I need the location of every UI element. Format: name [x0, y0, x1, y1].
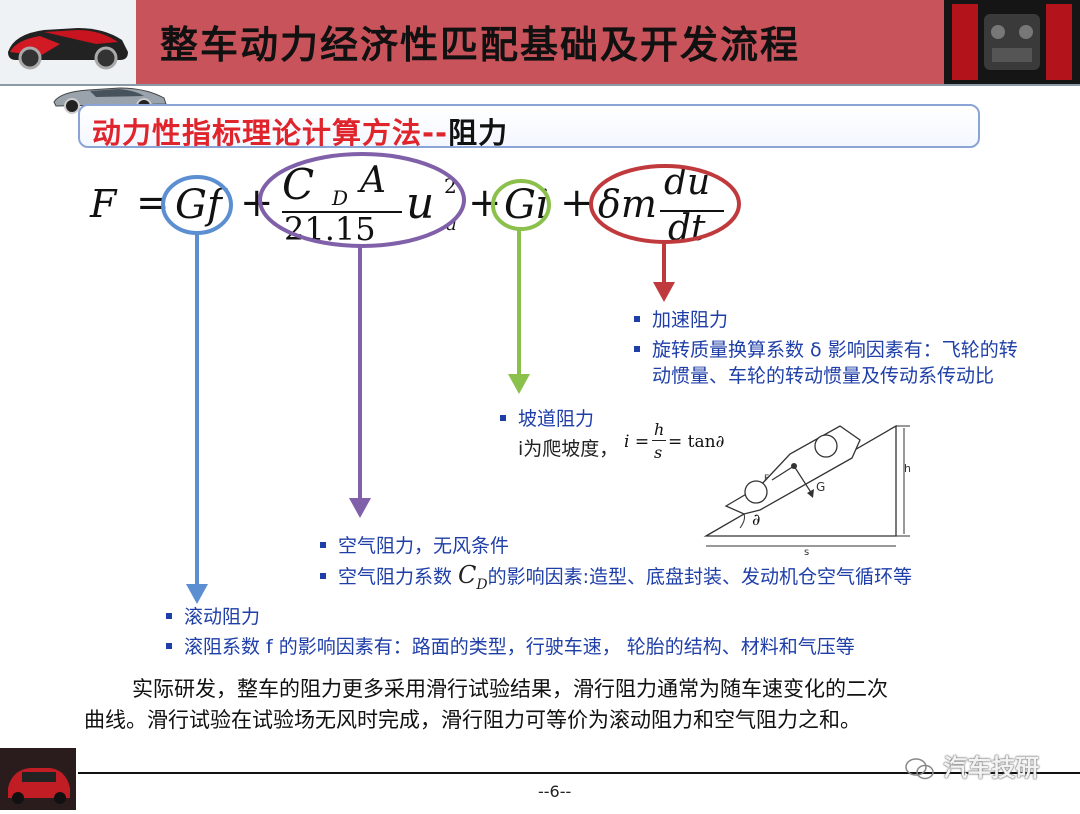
section-title-main: 动力性指标理论计算方法--	[92, 116, 449, 150]
accel-bullet-2-cont: 动惯量、车轮的转动惯量及传动系传动比	[652, 365, 995, 387]
header-divider	[0, 84, 1080, 86]
slope-label-F: F	[764, 474, 770, 484]
air-bullet-1: 空气阻力，无风条件	[320, 531, 509, 558]
grade-definition: i为爬坡度，	[518, 438, 619, 460]
section-title-topic: 阻力	[448, 116, 509, 150]
slope-label-G: G	[816, 480, 826, 494]
rolling-highlight	[161, 175, 233, 235]
formula-plus-3: +	[560, 180, 594, 226]
air-highlight	[258, 152, 466, 248]
rolling-bullet-2: 滚阻系数 f 的影响因素有：路面的类型，行驶车速， 轮胎的结构、材料和气压等	[166, 632, 855, 659]
watermark-text: 汽车技研	[943, 754, 1040, 782]
rolling-bullet-1: 滚动阻力	[166, 602, 260, 629]
red-sports-car-image	[0, 0, 136, 84]
grade-arrow-head	[508, 374, 530, 394]
formula-denominator: 21.15	[284, 210, 376, 248]
accel-bullet-2: 旋转质量换算系数 δ 影响因素有：飞轮的转	[634, 335, 1018, 362]
page-title: 整车动力经济性匹配基础及开发流程	[160, 23, 801, 67]
slope-label-h: h	[904, 462, 911, 475]
formula-C-sub-D: D	[332, 186, 349, 210]
summary-line-2: 曲线。滑行试验在试验场无风时完成，滑行阻力可等价为滚动阻力和空气阻力之和。	[84, 708, 861, 732]
grade-eq-bar	[652, 440, 666, 441]
engine-bay-image	[944, 0, 1080, 84]
air-arrow-head	[349, 498, 371, 518]
rolling-arrow-head	[186, 584, 208, 604]
formula-Gf: Gf	[175, 182, 222, 228]
slope-label-s: s	[804, 547, 810, 558]
section-title: 动力性指标理论计算方法--阻力	[92, 110, 508, 152]
formula-F: F	[90, 182, 117, 226]
grade-highlight	[491, 179, 551, 231]
accel-arrow-head	[653, 282, 675, 302]
summary-line-1: 实际研发，整车的阻力更多采用滑行试验结果，滑行阻力通常为随车速变化的二次	[132, 677, 888, 701]
header-bar	[0, 0, 1080, 84]
watermark: 汽车技研	[905, 748, 1039, 783]
slope-label-angle: ∂	[752, 510, 761, 529]
accel-highlight	[589, 164, 741, 244]
formula-A: A	[360, 160, 386, 201]
grade-eq-i: i =	[624, 432, 650, 452]
slope-diagram	[703, 424, 910, 547]
air-CD-C: C	[458, 561, 477, 589]
accel-bullet-1: 加速阻力	[634, 305, 728, 332]
grade-eq-s: s	[654, 443, 663, 462]
footer-divider	[78, 772, 1080, 774]
fraction-bar	[282, 211, 402, 213]
red-mini-car-image	[0, 748, 76, 810]
air-CD-D: D	[476, 577, 488, 593]
wechat-icon	[905, 754, 943, 782]
formula-u: u	[406, 178, 435, 229]
page-number: --6--	[538, 782, 572, 801]
grade-bullet-1: 坡道阻力	[500, 404, 594, 431]
formula-delta-m: δm	[598, 182, 657, 226]
section-title-box	[78, 104, 980, 148]
fraction-bar-2	[660, 210, 724, 212]
summary-paragraph: 实际研发，整车的阻力更多采用滑行试验结果，滑行阻力通常为随车速变化的二次 曲线。…	[84, 674, 1024, 736]
grade-eq-h: h	[654, 420, 665, 439]
grade-eq-tan: = tan∂	[668, 432, 725, 452]
